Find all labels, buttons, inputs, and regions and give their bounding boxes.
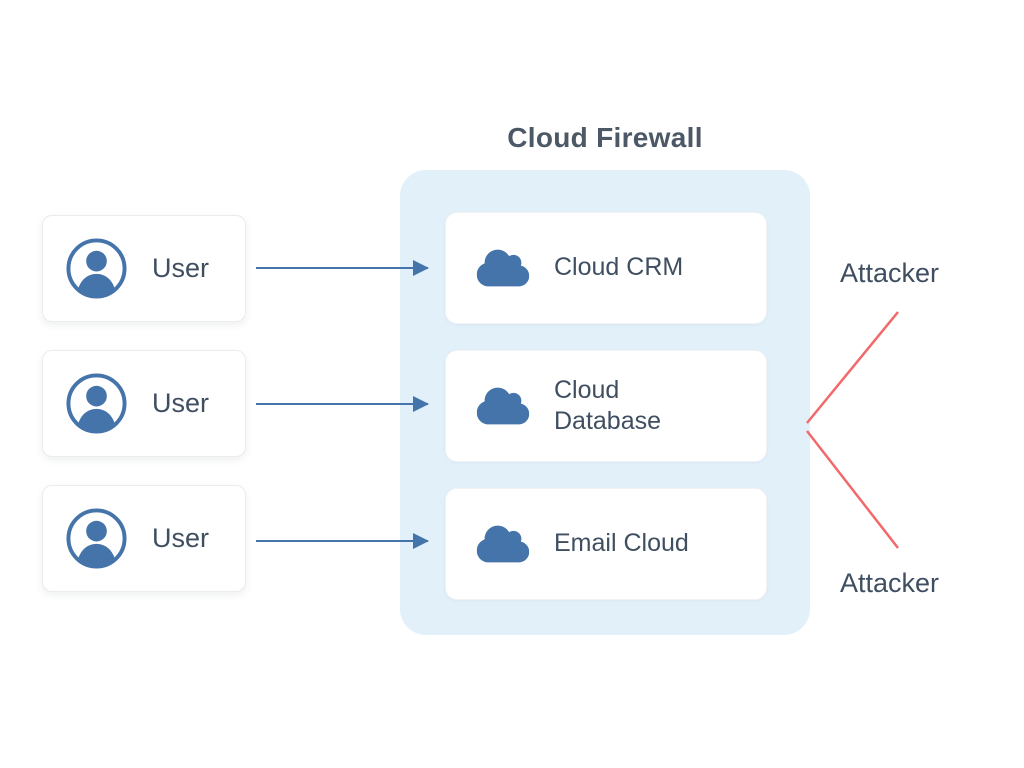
- cloud-icon: [474, 523, 532, 565]
- service-card-email-cloud: Email Cloud: [445, 488, 767, 600]
- attacker-label-bottom: Attacker: [840, 568, 940, 598]
- attacker-label-top: Attacker: [840, 258, 940, 288]
- user-icon: [65, 237, 128, 300]
- user-label: User: [152, 388, 210, 418]
- service-label: Cloud CRM: [554, 253, 684, 282]
- user-card-1: User: [42, 215, 246, 322]
- user-card-3: User: [42, 485, 246, 592]
- service-label: Email Cloud: [554, 529, 689, 558]
- attacker-bottom-blocked-line: [806, 430, 899, 549]
- service-label: Cloud Database: [554, 375, 662, 435]
- cloud-icon: [474, 385, 532, 427]
- user-label: User: [152, 523, 210, 553]
- cloud-icon: [474, 247, 532, 289]
- service-card-cloud-database: Cloud Database: [445, 350, 767, 462]
- attacker-top-blocked-line: [806, 311, 899, 424]
- user-card-2: User: [42, 350, 246, 457]
- service-card-cloud-crm: Cloud CRM: [445, 212, 767, 324]
- user-icon: [65, 372, 128, 435]
- user-label: User: [152, 253, 210, 283]
- diagram-title: Cloud Firewall: [507, 122, 703, 153]
- user-icon: [65, 507, 128, 570]
